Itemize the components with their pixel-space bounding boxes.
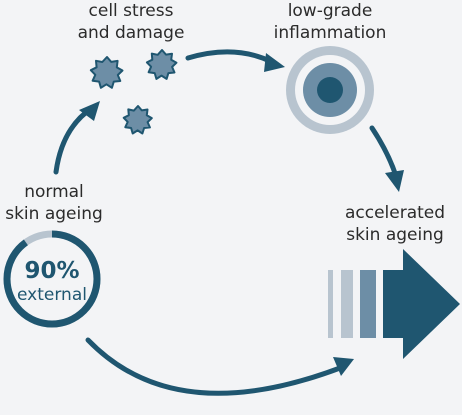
arrowhead-stress-to-inflammation [264,53,285,72]
stressed-cell-icon [145,49,178,80]
ring-percentage: 90% [24,258,80,284]
cell-stress-label: cell stress and damage [66,0,196,44]
arrowhead-normal-to-accelerated [333,357,354,376]
arrowhead-normal-to-stress [79,101,100,121]
arrow-inflammation-to-accelerated [369,125,399,179]
cell-stress-label-line2: and damage [77,23,185,43]
ring-sublabel: external [17,285,87,305]
normal-ageing-label: normal skin ageing [0,181,108,225]
inflammation-target-icon [286,46,374,134]
normal-ageing-label-line2: skin ageing [5,204,103,224]
accelerated-ageing-label: accelerated skin ageing [330,202,460,246]
accelerated-ageing-label-line2: skin ageing [346,225,444,245]
normal-ageing-label-line1: normal [24,182,84,202]
inflammation-label-line1: low-grade [287,1,373,21]
accelerated-ageing-label-line1: accelerated [344,203,446,223]
arrowhead-inflammation-to-accelerated [385,170,404,192]
ring-progress-arc [3,230,101,328]
stressed-cell-icons [89,49,178,135]
stressed-cell-icon [89,56,124,89]
inflammation-label: low-grade inflammation [262,0,398,44]
arrow-normal-to-accelerated [85,337,343,396]
inflammation-label-line2: inflammation [273,23,387,43]
accelerated-arrow-icon [328,249,460,359]
arrow-stress-to-inflammation [185,49,275,65]
cell-stress-label-line1: cell stress [88,1,174,21]
stressed-cell-icon [122,105,153,135]
arrow-normal-to-stress [53,105,95,175]
external-share-ring [3,230,101,328]
